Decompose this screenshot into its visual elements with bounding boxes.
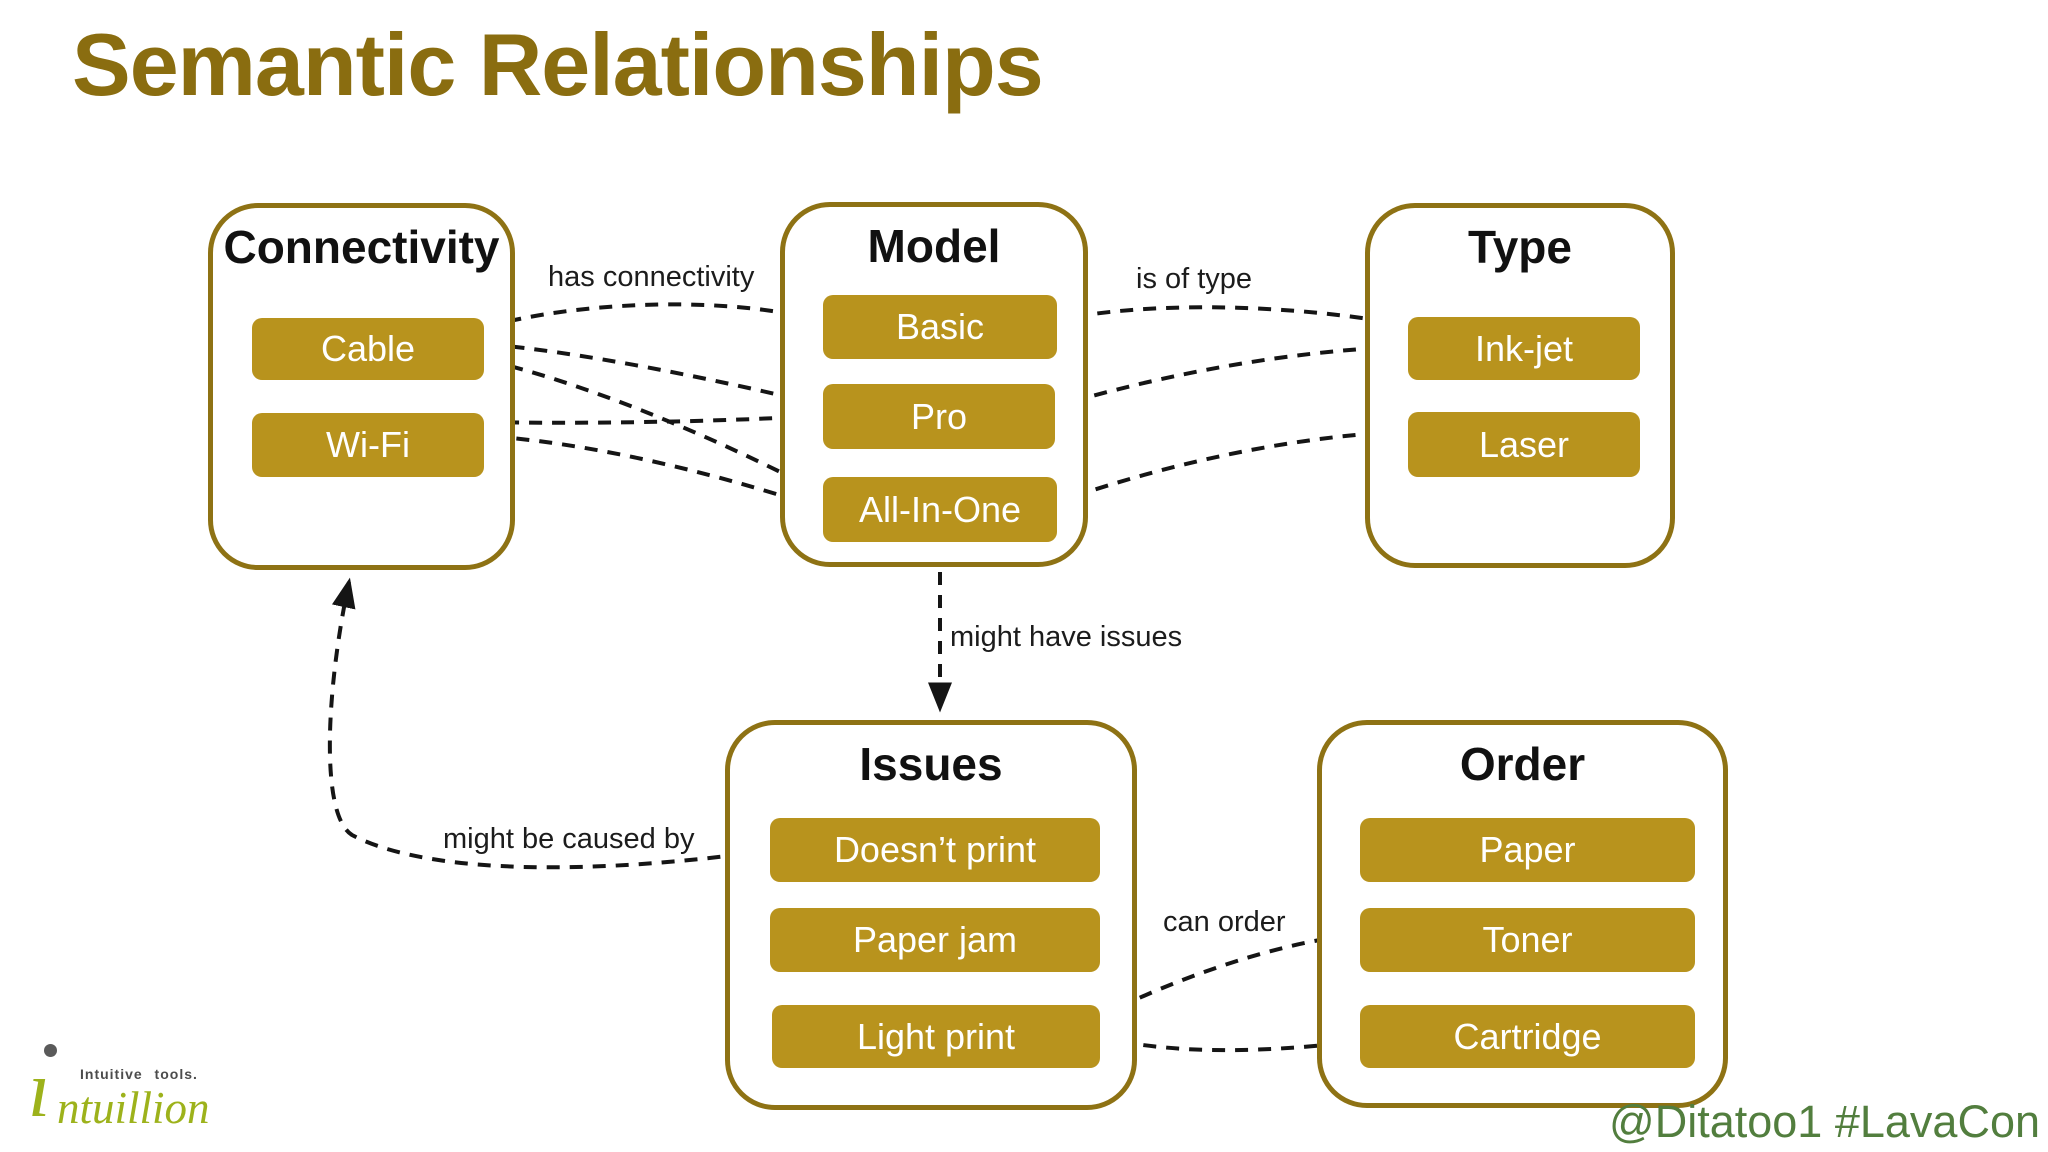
entity-connectivity: Connectivity Cable Wi-Fi: [208, 203, 515, 570]
arrow-basic-to-cable: [481, 302, 819, 332]
arrow-pro-to-inkjet: [1049, 336, 1399, 410]
label-might-have-issues: might have issues: [950, 621, 1183, 653]
arrow-basic-to-inkjet: [1051, 305, 1399, 331]
entity-title: Type: [1468, 221, 1572, 273]
item-ink-jet: Ink-jet: [1408, 317, 1640, 380]
arrow-pro-to-cable: [481, 334, 819, 406]
item-paper-jam: Paper jam: [770, 908, 1100, 972]
arrow-all-in-one-to-cable: [481, 354, 821, 494]
logo-wordmark: ntuillion: [57, 1083, 210, 1133]
item-cable: Cable: [252, 318, 484, 380]
entity-order: Order Paper Toner Cartridge: [1317, 720, 1728, 1108]
item-basic: Basic: [823, 295, 1057, 359]
arrow-pro-to-wifi: [481, 410, 819, 435]
item-laser: Laser: [1408, 412, 1640, 477]
logo-dot-icon: [44, 1044, 57, 1057]
label-is-of-type: is of type: [1136, 263, 1253, 295]
entity-title: Model: [867, 220, 1001, 272]
item-light-print: Light print: [772, 1005, 1100, 1068]
item-paper: Paper: [1360, 818, 1695, 882]
item-toner: Toner: [1360, 908, 1695, 972]
logo-i-icon: ı: [28, 1046, 51, 1134]
entity-model: Model Basic Pro All-In-One: [780, 202, 1088, 567]
item-cartridge: Cartridge: [1360, 1005, 1695, 1068]
item-pro: Pro: [823, 384, 1055, 449]
page-title: Semantic Relationships: [72, 15, 1044, 114]
arrow-all-in-one-to-laser: [1051, 421, 1399, 506]
entity-title: Order: [1459, 738, 1586, 790]
entity-title: Connectivity: [223, 221, 500, 273]
label-has-connectivity: has connectivity: [548, 261, 755, 293]
social-handle: @Ditatoo1 #LavaCon: [1609, 1096, 2040, 1147]
item-all-in-one: All-In-One: [823, 477, 1057, 542]
item-wifi: Wi-Fi: [252, 413, 484, 477]
entity-type: Type Ink-jet Laser: [1365, 203, 1675, 568]
logo-tagline: Intuitive tools.: [80, 1066, 198, 1082]
item-doesnt-print: Doesn’t print: [770, 818, 1100, 882]
entity-issues: Issues Doesn’t print Paper jam Light pri…: [725, 720, 1137, 1110]
entity-title: Issues: [859, 738, 1003, 790]
arrow-all-in-one-to-wifi: [481, 425, 821, 510]
label-might-be-caused-by: might be caused by: [443, 823, 695, 855]
label-can-order: can order: [1163, 906, 1286, 938]
